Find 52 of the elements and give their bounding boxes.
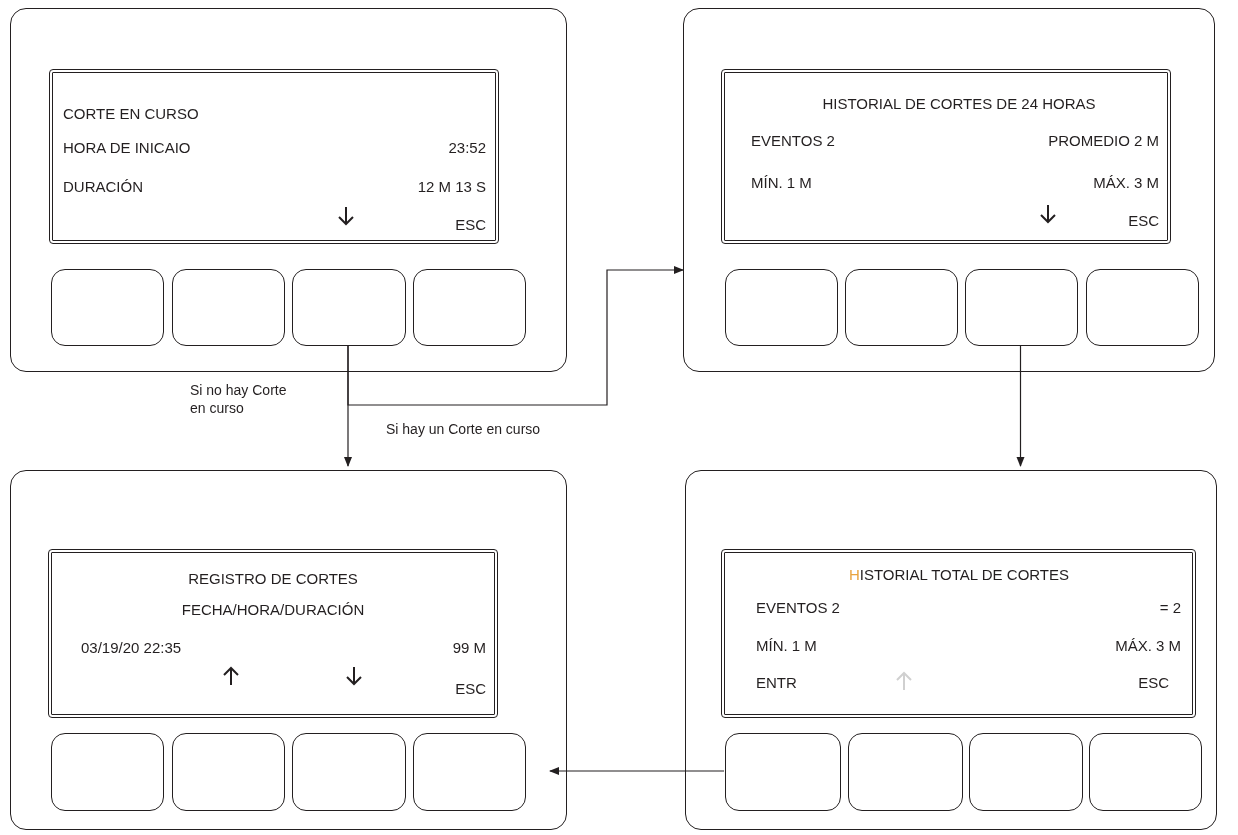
edge-label: Si hay un Corte en curso	[386, 420, 541, 438]
soft-key	[848, 733, 963, 811]
soft-key	[1086, 269, 1199, 346]
display-text: 03/19/20 22:35	[81, 639, 182, 657]
screen-title: HISTORIAL TOTAL DE CORTES	[848, 566, 1070, 584]
soft-key	[845, 269, 958, 346]
device-panel	[683, 8, 1215, 372]
display-text: ENTR	[756, 674, 797, 692]
display-text: ESC	[1138, 674, 1169, 692]
screen-title: HISTORIAL DE CORTES DE 24 HORAS	[822, 95, 1096, 113]
display-text: MÁX. 3 M	[1115, 637, 1181, 655]
soft-key	[292, 733, 406, 811]
display-text: FECHA/HORA/DURACIÓN	[181, 601, 365, 619]
arrow	[549, 767, 725, 775]
soft-key	[413, 733, 526, 811]
lcd-display	[721, 549, 1196, 718]
device-panel	[10, 470, 567, 830]
display-text: HORA DE INICAIO	[63, 139, 191, 157]
display-text: 99 M	[452, 639, 486, 657]
display-text: MÍN. 1 M	[756, 637, 817, 655]
soft-key	[413, 269, 526, 346]
device-panel	[10, 8, 567, 372]
display-text: EVENTOS 2	[756, 599, 840, 617]
soft-key	[725, 269, 838, 346]
soft-key	[172, 269, 285, 346]
arrow	[347, 266, 684, 406]
soft-key	[51, 269, 164, 346]
lcd-display	[721, 69, 1171, 244]
lcd-display	[48, 549, 498, 718]
soft-key	[172, 733, 285, 811]
arrow	[1016, 344, 1025, 467]
display-text: = 2	[1159, 599, 1181, 617]
screen-title: CORTE EN CURSO	[63, 105, 199, 123]
display-text: MÁX. 3 M	[1093, 174, 1159, 192]
display-text: ESC	[1128, 212, 1159, 230]
soft-key	[51, 733, 164, 811]
lcd-display	[49, 69, 499, 244]
soft-key	[292, 269, 406, 346]
soft-key	[965, 269, 1078, 346]
device-panel	[685, 470, 1217, 830]
display-text: MÍN. 1 M	[751, 174, 812, 192]
screen-title: REGISTRO DE CORTES	[188, 570, 358, 588]
display-text: PROMEDIO 2 M	[1048, 132, 1159, 150]
display-text: ESC	[455, 680, 486, 698]
soft-key	[1089, 733, 1202, 811]
soft-key	[969, 733, 1083, 811]
display-text: ESC	[455, 216, 486, 234]
display-text: DURACIÓN	[63, 178, 143, 196]
soft-key	[725, 733, 841, 811]
display-text: EVENTOS 2	[751, 132, 835, 150]
display-text: 23:52	[448, 139, 486, 157]
display-text: 12 M 13 S	[417, 178, 486, 196]
